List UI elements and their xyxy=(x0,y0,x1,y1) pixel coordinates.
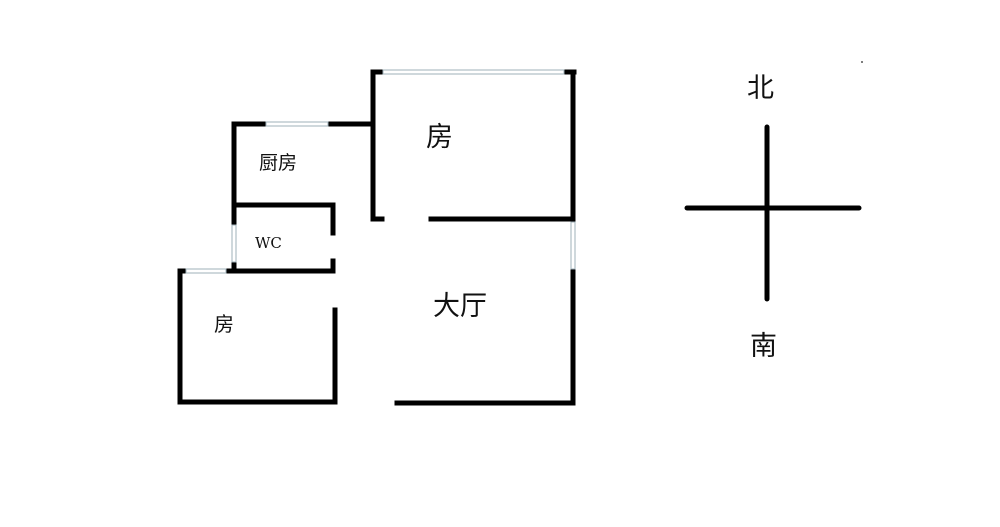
dot-mark xyxy=(861,61,863,63)
compass-south-label: 南 xyxy=(750,331,777,362)
compass-cross xyxy=(684,124,862,302)
window xyxy=(382,69,565,75)
room-label-living-room: 大厅 xyxy=(433,291,487,322)
room-label-kitchen: 厨房 xyxy=(259,152,298,174)
room-label-bedroom-south: 房 xyxy=(214,312,234,336)
compass-north-label: 北 xyxy=(747,73,774,104)
window xyxy=(570,221,576,270)
windows xyxy=(185,69,576,274)
window xyxy=(231,224,237,263)
room-label-wc: WC xyxy=(255,234,282,252)
window xyxy=(265,121,329,127)
room-label-bedroom-north: 房 xyxy=(426,122,453,153)
window xyxy=(185,268,227,274)
walls xyxy=(177,69,577,406)
